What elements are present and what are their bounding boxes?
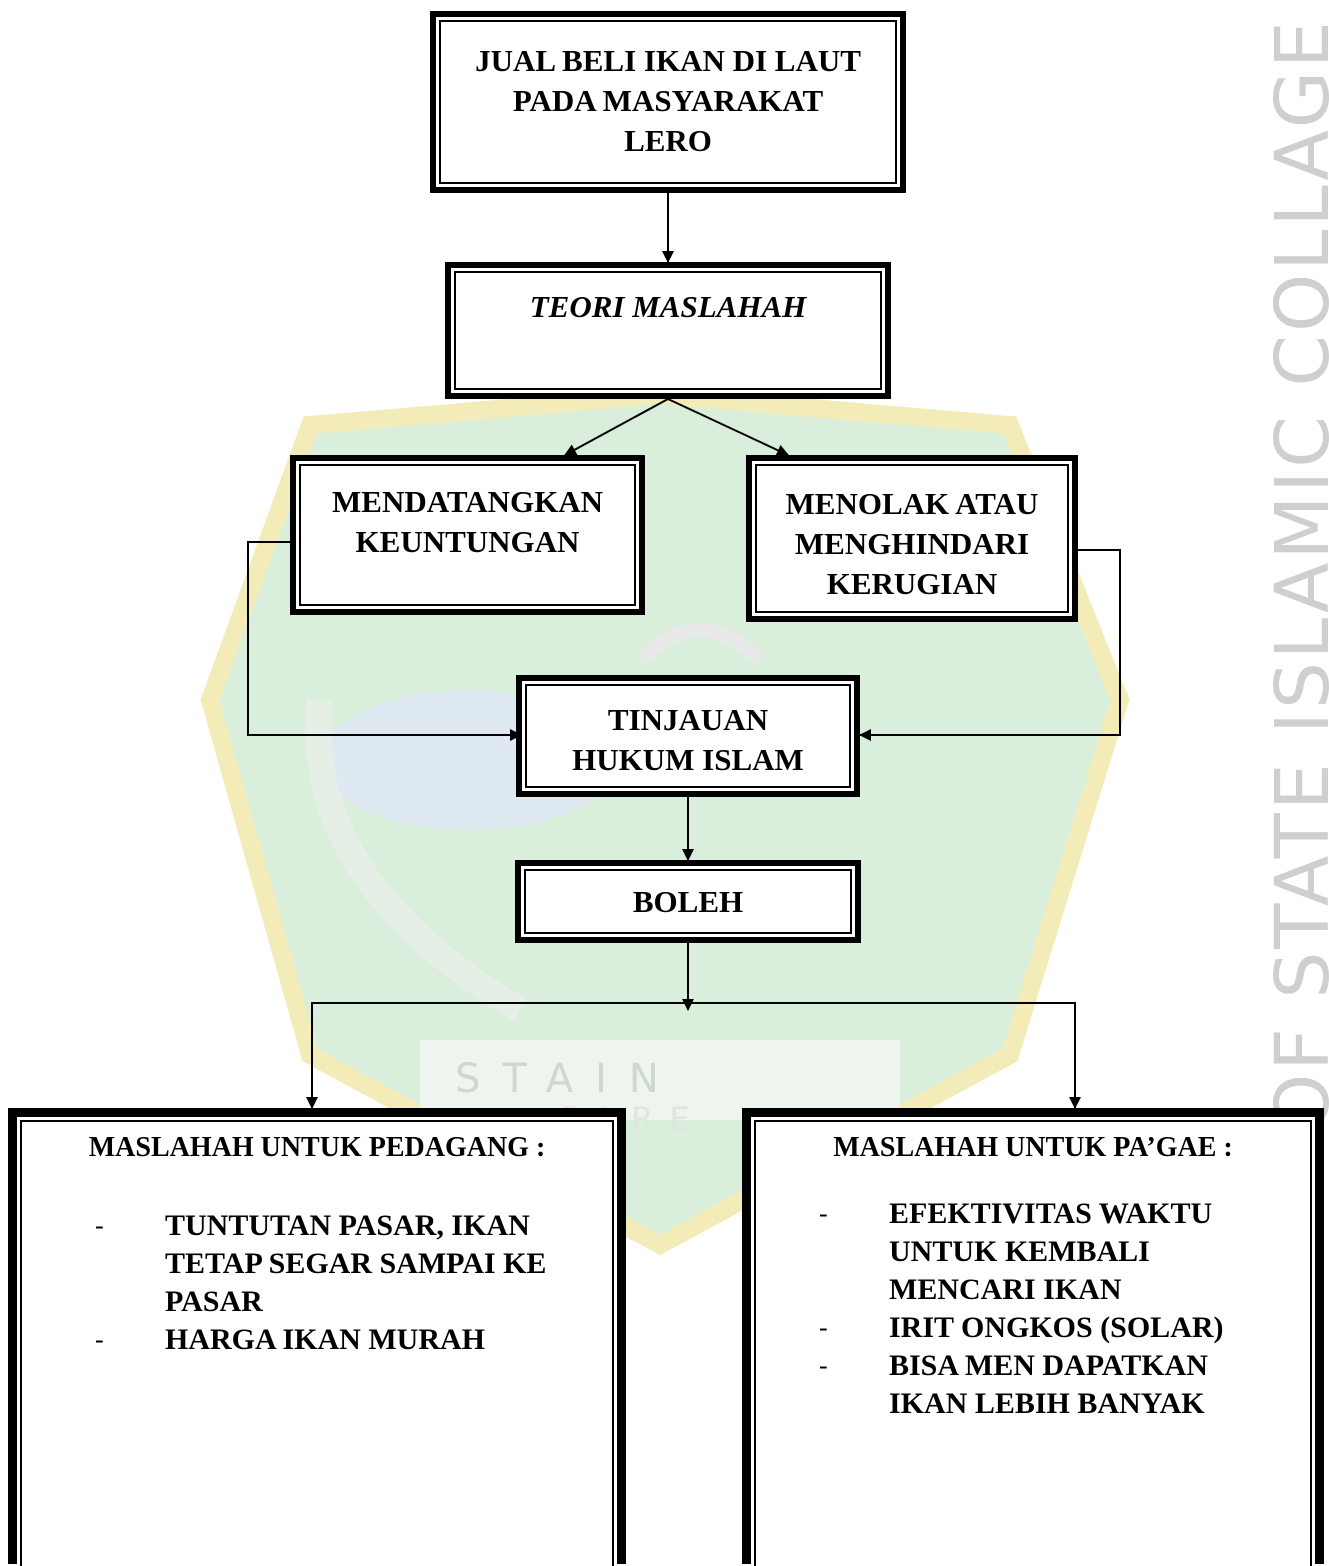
pedagang-list-item: - TUNTUTAN PASAR, IKAN TETAP SEGAR SAMPA… [95, 1207, 546, 1321]
arrow-mendatangkan-to-tinjauan [247, 541, 522, 741]
emblem-rice-stalk [305, 698, 527, 1022]
list-dash: - [819, 1199, 828, 1228]
pagae-item-line: BISA MEN DAPATKAN [889, 1349, 1208, 1382]
node-maslahah-pagae: MASLAHAH UNTUK PA’GAE : - EFEKTIVITAS WA… [742, 1108, 1324, 1566]
pagae-item-line: IKAN LEBIH BANYAK [889, 1387, 1205, 1420]
node-tinjauan-label: TINJAUAN HUKUM ISLAM [522, 700, 854, 780]
node-tinjauan-line: HUKUM ISLAM [572, 742, 804, 777]
node-maslahah-pedagang: MASLAHAH UNTUK PEDAGANG : - TUNTUTAN PAS… [8, 1108, 626, 1566]
arrow-split-to-pagae [688, 1002, 1081, 1109]
node-teori-maslahah-label: TEORI MASLAHAH [529, 289, 807, 324]
node-tinjauan-hukum-islam: TINJAUAN HUKUM ISLAM [516, 675, 860, 797]
pagae-list-item: - IRIT ONGKOS (SOLAR) [819, 1309, 1224, 1347]
node-menolak-line: MENOLAK ATAU [785, 486, 1039, 521]
pedagang-list: - TUNTUTAN PASAR, IKAN TETAP SEGAR SAMPA… [95, 1207, 546, 1359]
pedagang-list-item: - HARGA IKAN MURAH [95, 1321, 546, 1359]
node-mendatangkan-keuntungan: MENDATANGKAN KEUNTUNGAN [290, 455, 645, 615]
pedagang-item-line: HARGA IKAN MURAH [165, 1323, 485, 1356]
node-menolak-kerugian: MENOLAK ATAU MENGHINDARI KERUGIAN [746, 455, 1078, 622]
pedagang-item-line: TUNTUTAN PASAR, IKAN [165, 1209, 530, 1242]
node-boleh: BOLEH [515, 860, 861, 943]
node-jual-beli-line: LERO [624, 123, 712, 158]
node-jual-beli-line: PADA MASYARAKAT [512, 83, 824, 118]
emblem-book [635, 623, 765, 666]
node-boleh-label: BOLEH [632, 884, 744, 919]
node-tinjauan-line: TINJAUAN [607, 702, 769, 737]
pagae-item-line: EFEKTIVITAS WAKTU [889, 1197, 1213, 1230]
pagae-item-line: UNTUK KEMBALI [889, 1235, 1150, 1268]
node-jual-beli-line: JUAL BELI IKAN DI LAUT [475, 43, 861, 78]
emblem-ribbon [420, 1040, 900, 1120]
arrow-split-to-pedagang [306, 1002, 688, 1109]
pedagang-heading: MASLAHAH UNTUK PEDAGANG : [88, 1132, 546, 1163]
node-jual-beli: JUAL BELI IKAN DI LAUT PADA MASYARAKAT L… [430, 11, 906, 193]
list-dash: - [95, 1325, 104, 1354]
list-dash: - [819, 1313, 828, 1342]
node-mendatangkan-line: KEUNTUNGAN [355, 524, 580, 559]
pedagang-item-line: TETAP SEGAR SAMPAI KE [165, 1247, 547, 1280]
list-dash: - [95, 1211, 104, 1240]
node-jual-beli-label: JUAL BELI IKAN DI LAUT PADA MASYARAKAT L… [436, 41, 900, 161]
list-dash: - [819, 1351, 828, 1380]
node-mendatangkan-label: MENDATANGKAN KEUNTUNGAN [296, 482, 639, 562]
node-menolak-label: MENOLAK ATAU MENGHINDARI KERUGIAN [752, 484, 1072, 604]
node-mendatangkan-line: MENDATANGKAN [332, 484, 603, 519]
arrow-menolak-to-tinjauan [859, 549, 1121, 741]
pedagang-item-line: PASAR [165, 1285, 263, 1318]
arrow-teori-to-menolak [667, 398, 789, 456]
node-menolak-line: KERUGIAN [826, 566, 998, 601]
pagae-list-item: - BISA MEN DAPATKAN IKAN LEBIH BANYAK [819, 1347, 1224, 1423]
pagae-list: - EFEKTIVITAS WAKTU UNTUK KEMBALI MENCAR… [819, 1195, 1224, 1423]
pagae-heading: MASLAHAH UNTUK PA’GAE : [833, 1132, 1233, 1163]
emblem-text-top: STAIN [455, 1056, 681, 1102]
node-menolak-line: MENGHINDARI [794, 526, 1030, 561]
pagae-item-line: MENCARI IKAN [889, 1273, 1122, 1306]
node-teori-maslahah: TEORI MASLAHAH [445, 262, 891, 399]
pagae-item-line: IRIT ONGKOS (SOLAR) [889, 1311, 1224, 1344]
arrow-teori-to-mendatangkan [564, 398, 669, 456]
pagae-list-item: - EFEKTIVITAS WAKTU UNTUK KEMBALI MENCAR… [819, 1195, 1224, 1309]
